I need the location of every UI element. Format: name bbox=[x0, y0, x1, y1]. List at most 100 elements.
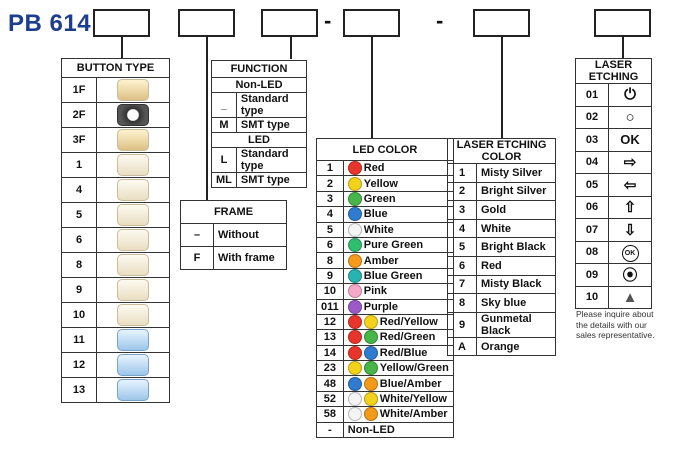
etching-color-code: 6 bbox=[447, 255, 477, 276]
arrow-right-icon: ⇨ bbox=[608, 150, 652, 174]
button-thumbnail-icon bbox=[117, 154, 149, 176]
connector-line bbox=[622, 37, 624, 59]
led-color-cell: Blue bbox=[342, 206, 454, 223]
function-code: _ bbox=[211, 92, 237, 118]
etching-color-code: 8 bbox=[447, 293, 477, 313]
function-label: Standard type bbox=[235, 147, 308, 173]
etching-code: 07 bbox=[575, 218, 609, 242]
table-row: 13 bbox=[61, 377, 170, 403]
etching-code: 08 bbox=[575, 240, 609, 264]
etching-symbol: ⏻ bbox=[624, 86, 636, 104]
led-color-cell: Blue/Amber bbox=[342, 375, 454, 392]
button-thumbnail-icon bbox=[117, 254, 149, 276]
etching-code: 05 bbox=[575, 173, 609, 197]
inquiry-note: Please inquire about the details with ou… bbox=[576, 309, 655, 340]
led-color-label: Pink bbox=[363, 285, 387, 298]
power-icon: ⏻ bbox=[608, 83, 652, 107]
connector-line bbox=[501, 37, 503, 138]
led-color-label: Non-LED bbox=[347, 423, 395, 436]
led-dot-icon bbox=[347, 361, 362, 376]
product-code: PB 614 bbox=[8, 10, 92, 37]
table-row: 02○ bbox=[575, 105, 652, 129]
etching-color-label: Sky blue bbox=[476, 293, 556, 313]
button-type-code: 11 bbox=[61, 327, 97, 353]
etching-code: 01 bbox=[575, 83, 609, 107]
led-color-cell: Red/Blue bbox=[342, 344, 454, 362]
etching-code: 10 bbox=[575, 285, 609, 309]
led-color-code: 6 bbox=[316, 236, 344, 254]
led-color-cell: White bbox=[342, 221, 454, 238]
etching-code: 06 bbox=[575, 195, 609, 219]
led-color-cell: Blue Green bbox=[342, 267, 454, 285]
triangle-icon: ▲ bbox=[608, 285, 652, 309]
led-dot-icon bbox=[347, 268, 362, 283]
button-type-code: 2F bbox=[61, 102, 97, 128]
led-color-code: 12 bbox=[316, 313, 344, 331]
slot-button-type bbox=[93, 9, 150, 37]
frame-label: With frame bbox=[213, 246, 287, 270]
table-header: FRAME bbox=[180, 200, 287, 224]
led-color-code: 2 bbox=[316, 175, 344, 192]
led-dot-icon bbox=[363, 392, 378, 407]
led-color-code: 8 bbox=[316, 252, 344, 269]
led-color-cell: Pink bbox=[342, 283, 454, 300]
button-thumbnail-icon bbox=[117, 329, 149, 351]
slot-led-color bbox=[343, 9, 400, 37]
etching-symbol: ⦿ bbox=[622, 267, 638, 285]
arrow-up-icon: ⇧ bbox=[608, 195, 652, 219]
led-color-code: 5 bbox=[316, 221, 344, 238]
led-color-cell: Red/Green bbox=[342, 329, 454, 346]
button-type-code: 3F bbox=[61, 127, 97, 153]
connector-line bbox=[371, 37, 373, 138]
table-row: 01 ⏻ bbox=[575, 83, 652, 107]
table-row: 07 ⇩ bbox=[575, 218, 652, 242]
button-type-code: 12 bbox=[61, 352, 97, 378]
button-type-code: 1F bbox=[61, 77, 97, 103]
led-color-label: Green bbox=[363, 192, 396, 205]
button-type-code: 6 bbox=[61, 227, 97, 253]
button-thumbnail-icon bbox=[117, 279, 149, 301]
led-dot-icon bbox=[347, 315, 362, 330]
button-type-image bbox=[96, 377, 170, 403]
led-dot-icon bbox=[347, 345, 362, 360]
button-type-image bbox=[96, 177, 170, 203]
table-header: BUTTON TYPE bbox=[61, 58, 170, 78]
led-dot-icon bbox=[363, 407, 378, 422]
button-thumbnail-icon bbox=[117, 129, 149, 151]
led-dot-icon bbox=[347, 238, 362, 253]
led-dot-icon bbox=[363, 361, 378, 376]
ok-text-icon: OK bbox=[608, 128, 652, 152]
button-thumbnail-icon bbox=[117, 379, 149, 401]
led-color-label: White/Yellow bbox=[379, 392, 447, 405]
etching-color-label: Misty Silver bbox=[476, 163, 556, 183]
table-row: 06⇧ bbox=[575, 195, 652, 219]
etching-symbol: ⇨ bbox=[623, 154, 637, 172]
button-type-image bbox=[96, 77, 170, 103]
led-color-cell: Non-LED bbox=[342, 421, 454, 439]
button-type-image bbox=[96, 227, 170, 253]
table-row: 1 bbox=[61, 152, 170, 178]
button-thumbnail-icon bbox=[117, 79, 149, 101]
button-type-image bbox=[96, 302, 170, 328]
function-label: SMT type bbox=[235, 117, 308, 133]
ok-circle-icon: OK bbox=[608, 240, 652, 264]
led-dot-icon bbox=[347, 284, 362, 299]
table-row: -Non-LED bbox=[316, 421, 454, 439]
connector-line bbox=[121, 37, 123, 59]
etching-symbol: ⇩ bbox=[623, 221, 637, 239]
table-row: 5 bbox=[61, 202, 170, 228]
led-color-label: Yellow bbox=[363, 177, 398, 190]
button-type-code: 4 bbox=[61, 177, 97, 203]
